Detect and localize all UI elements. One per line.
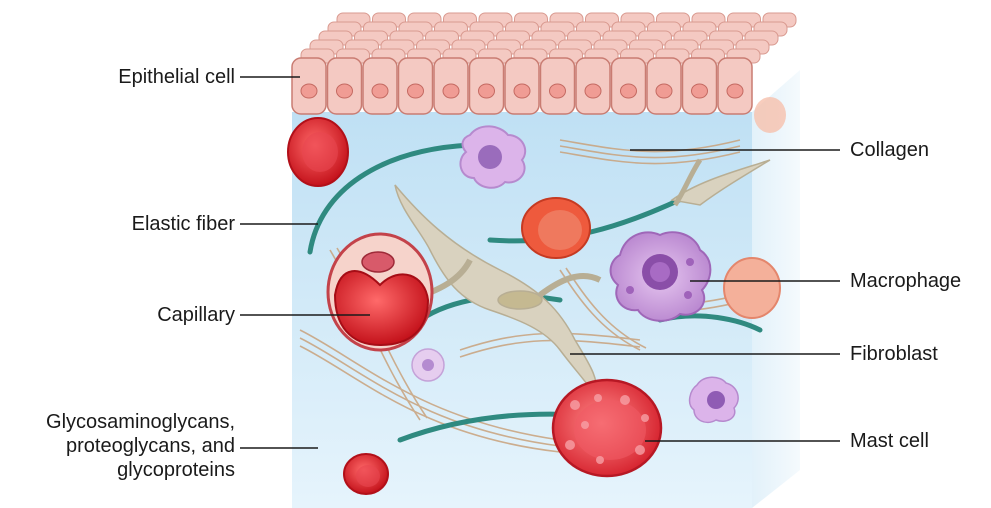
label-mast-cell: Mast cell bbox=[850, 429, 929, 453]
label-gag-line2: proteoglycans, and bbox=[46, 434, 235, 458]
epithelial-cell bbox=[470, 58, 504, 114]
epithelial-cell bbox=[541, 58, 575, 114]
label-epithelial-cell: Epithelial cell bbox=[118, 65, 235, 89]
mast-cell bbox=[553, 380, 661, 476]
epithelial-cell bbox=[363, 58, 397, 114]
label-capillary: Capillary bbox=[157, 303, 235, 327]
label-gag: Glycosaminoglycans, proteoglycans, and g… bbox=[46, 410, 235, 482]
capillary-vessel bbox=[328, 234, 432, 350]
label-collagen: Collagen bbox=[850, 138, 929, 162]
epithelial-cell bbox=[612, 58, 646, 114]
label-gag-line1: Glycosaminoglycans, bbox=[46, 410, 235, 434]
epithelial-cell bbox=[399, 58, 433, 114]
epithelial-cell bbox=[505, 58, 539, 114]
epithelial-cell bbox=[647, 58, 681, 114]
epithelial-cell bbox=[718, 58, 752, 114]
epithelial-cell bbox=[576, 58, 610, 114]
epithelial-cell bbox=[328, 58, 362, 114]
epithelial-cell-row bbox=[292, 58, 752, 114]
label-elastic-fiber: Elastic fiber bbox=[132, 212, 235, 236]
red-blood-cell bbox=[288, 118, 348, 186]
label-fibroblast: Fibroblast bbox=[850, 342, 938, 366]
macrophage-cell bbox=[611, 232, 711, 321]
red-blood-cell-middle bbox=[522, 198, 590, 258]
epithelial-cell bbox=[683, 58, 717, 114]
red-blood-cell-bottom bbox=[344, 454, 388, 494]
label-gag-line3: glycoproteins bbox=[46, 458, 235, 482]
label-macrophage: Macrophage bbox=[850, 269, 961, 293]
epithelium-top-surface bbox=[301, 13, 796, 63]
epithelial-cell bbox=[292, 58, 326, 114]
epithelial-cell bbox=[434, 58, 468, 114]
